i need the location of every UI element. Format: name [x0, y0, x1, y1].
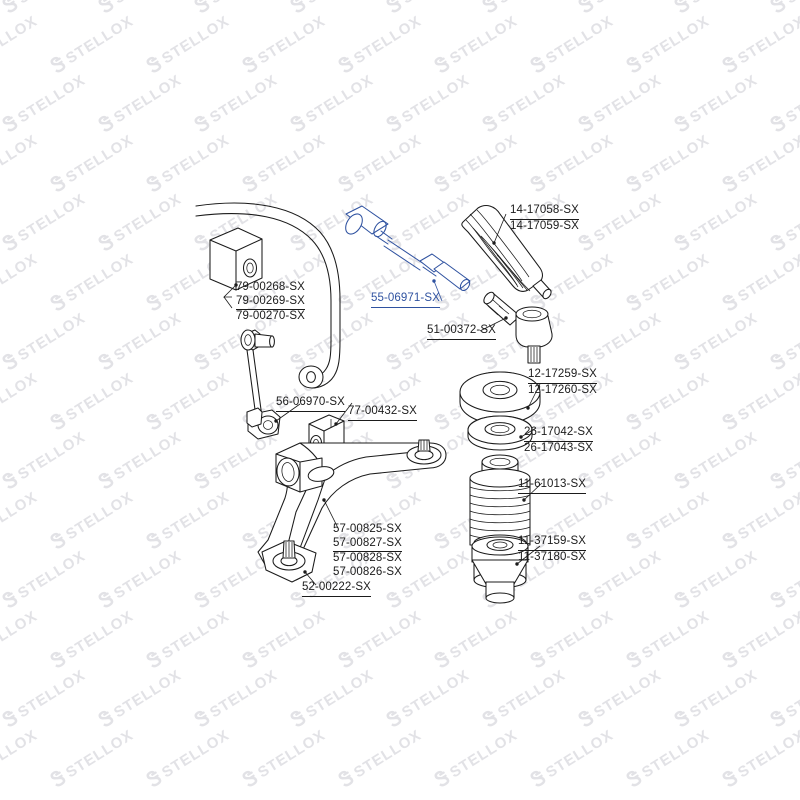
part-label-shock-absorber-dust-cover: 11-61013-SX: [518, 478, 587, 494]
part-number: 79-00270-SX: [236, 310, 305, 324]
part-number-text: 51-00372-SX: [427, 324, 496, 340]
part-number-text: 26-17043-SX: [524, 441, 593, 454]
strut-top-mount-art: [459, 371, 541, 425]
part-number-text: 79-00268-SX: [236, 281, 305, 293]
part-number: 57-00828-SX: [333, 552, 402, 566]
part-number: 51-00372-SX: [427, 324, 496, 340]
part-number-text: 55-06971-SX: [371, 292, 440, 308]
part-number: 14-17058-SX: [510, 204, 579, 220]
part-number-text: 57-00826-SX: [333, 565, 402, 578]
part-number: 11-37159-SX: [518, 535, 587, 551]
part-number-text: 26-17042-SX: [524, 426, 593, 442]
part-number: 77-00432-SX: [348, 405, 417, 421]
part-number-text: 52-00222-SX: [302, 581, 371, 597]
part-number: 12-17259-SX: [528, 368, 597, 384]
part-number-text: 77-00432-SX: [348, 405, 417, 421]
part-number: 57-00827-SX: [333, 537, 402, 552]
part-number: 11-61013-SX: [518, 478, 587, 494]
part-number-text: 14-17058-SX: [510, 204, 579, 220]
part-number: 14-17059-SX: [510, 220, 579, 234]
part-number: 12-17260-SX: [528, 384, 597, 398]
part-number-text: 56-06970-SX: [276, 396, 345, 412]
front-lower-control-arm-art: [257, 439, 447, 583]
part-number: 56-06970-SX: [276, 396, 345, 412]
part-number: 55-06971-SX: [371, 292, 440, 308]
stabilizer-link-art: [240, 329, 281, 440]
inner-tie-rod-axial-art: [345, 205, 471, 292]
part-label-suspension-ball-joint: 52-00222-SX: [302, 581, 371, 597]
part-number-text: 11-37180-SX: [518, 550, 587, 563]
part-number-text: 12-17260-SX: [528, 383, 597, 396]
part-number-text: 12-17259-SX: [528, 368, 597, 384]
strut-mount-bearing-art: [467, 415, 533, 451]
leader-lines: [223, 213, 543, 586]
part-label-inner-tie-rod-axial: 55-06971-SX: [371, 292, 440, 308]
part-number: 57-00826-SX: [333, 566, 402, 580]
part-number: 26-17042-SX: [524, 426, 593, 442]
part-label-outer-tie-rod-end: 51-00372-SX: [427, 324, 496, 340]
part-number-text: 79-00270-SX: [236, 310, 305, 322]
part-number-text: 57-00825-SX: [333, 523, 402, 535]
part-number-text: 14-17059-SX: [510, 219, 579, 232]
part-number-text: 57-00827-SX: [333, 537, 402, 552]
stabilizer-bar-bushing-art: [209, 227, 263, 291]
steering-rack-boot-art: [461, 205, 552, 300]
outer-tie-rod-end-art: [483, 291, 553, 364]
suspension-bump-stop-art: [471, 536, 529, 604]
part-number: 11-37180-SX: [518, 551, 586, 565]
part-number-text: 11-61013-SX: [518, 478, 587, 494]
part-label-stabilizer-link: 56-06970-SX: [276, 396, 345, 412]
part-number-text: 11-37159-SX: [518, 535, 587, 551]
stabilizer-bar-art: [195, 202, 341, 389]
part-label-control-arm-bushing: 77-00432-SX: [348, 405, 417, 421]
part-number: 57-00825-SX: [333, 523, 402, 537]
part-number-text: 79-00269-SX: [236, 295, 305, 310]
part-number: 79-00269-SX: [236, 295, 305, 310]
part-number: 26-17043-SX: [524, 442, 593, 456]
part-number-text: 57-00828-SX: [333, 552, 402, 564]
part-number: 79-00268-SX: [236, 281, 305, 295]
part-number: 52-00222-SX: [302, 581, 371, 597]
